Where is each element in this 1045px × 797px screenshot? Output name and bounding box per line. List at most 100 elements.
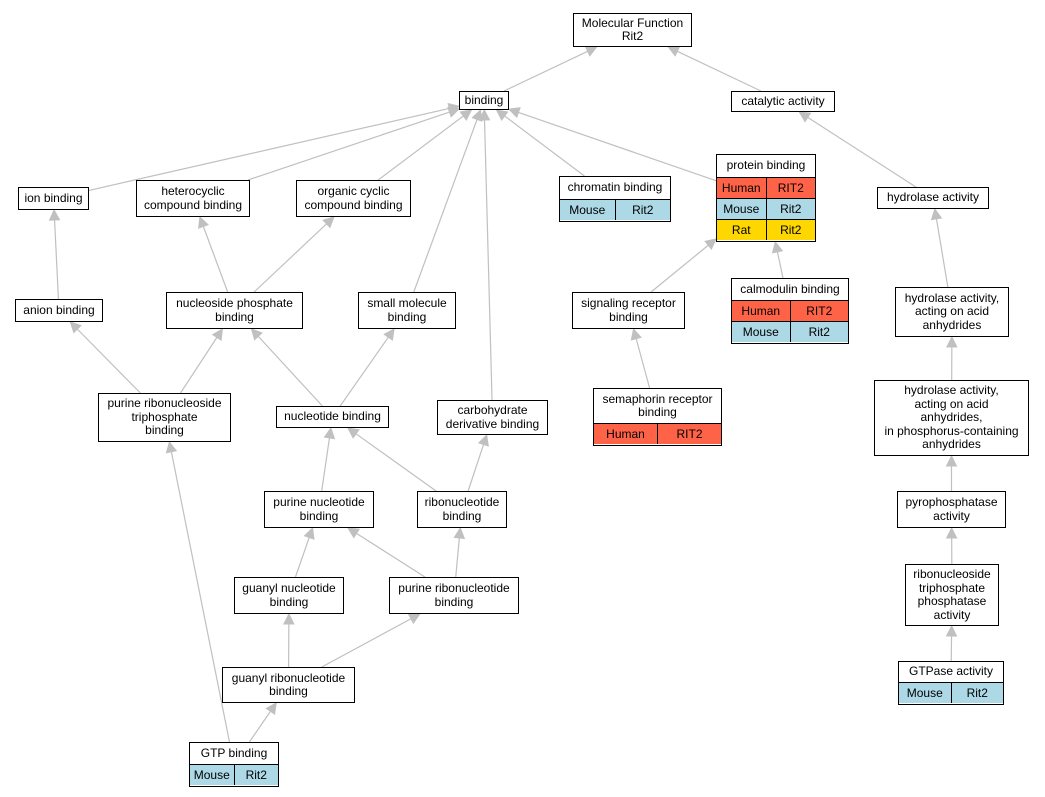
- term-label: purine nucleotide binding: [273, 495, 365, 523]
- go-term-ribonucleotide[interactable]: ribonucleotide binding: [417, 491, 507, 528]
- go-term-nucleoside-phosphate[interactable]: nucleoside phosphate binding: [166, 292, 303, 329]
- edge-arrowhead: [478, 108, 491, 121]
- go-term-organic-cyclic[interactable]: organic cyclic compound binding: [296, 180, 411, 217]
- edge-heterocyclic-to-binding: [247, 111, 450, 181]
- edge-arrowhead: [704, 238, 717, 251]
- go-term-hydrolase-acid[interactable]: hydrolase activity, acting on acid anhyd…: [895, 287, 1009, 337]
- go-term-rntp-phosphatase[interactable]: ribonucleoside triphosphate phosphatase …: [905, 564, 999, 626]
- go-term-ion-binding[interactable]: ion binding: [18, 187, 89, 210]
- term-label: guanyl nucleotide binding: [242, 581, 336, 609]
- edge-purine-rntp-to-nucleoside-phosphate: [180, 337, 218, 394]
- edge-organic-cyclic-to-binding: [377, 115, 464, 181]
- go-term-carbohydrate[interactable]: carbohydrate derivative binding: [437, 400, 548, 435]
- gene-cell: RIT2: [790, 300, 848, 322]
- gene-cell: Rit2: [951, 682, 1003, 703]
- edge-ribonucleotide-to-nucleotide: [355, 433, 437, 492]
- species-cell: Human: [594, 423, 658, 444]
- edge-arrowhead: [771, 240, 784, 254]
- species-cell: Human: [732, 300, 791, 322]
- edge-ribonucleotide-to-carbohydrate: [467, 444, 485, 492]
- edge-arrowhead: [346, 427, 360, 439]
- term-label: chromatin binding: [567, 180, 663, 195]
- go-term-anion[interactable]: anion binding: [15, 299, 103, 322]
- term-label: organic cyclic compound binding: [304, 184, 403, 212]
- term-label: binding: [464, 92, 504, 107]
- edge-arrowhead: [930, 207, 943, 221]
- gene-cell: Rit2: [615, 199, 670, 220]
- edge-arrowhead: [407, 613, 421, 625]
- gene-cell: RIT2: [766, 177, 815, 199]
- edge-arrowhead: [477, 433, 489, 447]
- term-label: GTPase activity: [908, 664, 994, 679]
- edge-arrowhead: [165, 440, 178, 454]
- edge-arrowhead: [945, 624, 958, 637]
- term-label: hydrolase activity, acting on acid anhyd…: [884, 383, 1019, 452]
- go-term-purine-ribonucleotide[interactable]: purine ribonucleotide binding: [389, 577, 519, 614]
- edge-hydrolase-acid-to-hydrolase: [935, 218, 949, 288]
- species-cell: Human: [717, 177, 767, 199]
- species-cell: Mouse: [717, 198, 767, 220]
- go-term-heterocyclic[interactable]: heterocyclic compound binding: [136, 180, 250, 217]
- edge-small-molecule-to-binding: [413, 119, 478, 293]
- edge-arrowhead: [453, 526, 466, 539]
- gene-cell: Rit2: [766, 198, 815, 220]
- term-label: purine ribonucleoside triphosphate bindi…: [107, 396, 222, 438]
- edge-catalytic-to-mf-root: [677, 50, 762, 92]
- species-cell: Mouse: [190, 764, 235, 785]
- edge-calmodulin-to-protein-binding: [776, 251, 784, 279]
- term-label: ribonucleotide binding: [424, 495, 500, 523]
- edge-arrowhead: [495, 109, 509, 121]
- go-term-guanyl-nucleotide[interactable]: guanyl nucleotide binding: [234, 577, 344, 614]
- go-term-nucleotide[interactable]: nucleotide binding: [276, 406, 389, 428]
- go-term-purine-rntp[interactable]: purine ribonucleoside triphosphate bindi…: [98, 393, 231, 442]
- edge-ion-binding-to-binding: [88, 107, 450, 192]
- go-term-small-molecule[interactable]: small molecule binding: [358, 292, 456, 329]
- go-term-hydrolase-phos[interactable]: hydrolase activity, acting on acid anhyd…: [874, 380, 1029, 456]
- edge-arrowhead: [323, 426, 336, 440]
- term-label: Molecular Function Rit2: [581, 15, 684, 43]
- edge-nucleotide-to-nucleoside-phosphate: [257, 335, 323, 407]
- edge-arrowhead: [347, 527, 361, 539]
- term-label: small molecule binding: [367, 296, 447, 324]
- go-term-hydrolase[interactable]: hydrolase activity: [877, 187, 989, 209]
- edge-arrowhead: [945, 454, 958, 467]
- go-term-binding[interactable]: binding: [459, 91, 509, 110]
- gene-cell: Rit2: [766, 219, 815, 240]
- edge-arrowhead: [459, 109, 473, 121]
- go-term-pyrophosphatase[interactable]: pyrophosphatase activity: [897, 491, 1006, 528]
- go-term-mf-root[interactable]: Molecular Function Rit2: [573, 13, 692, 47]
- edge-binding-to-mf-root: [503, 50, 588, 92]
- edge-arrowhead: [303, 526, 315, 540]
- go-term-signaling-receptor[interactable]: signaling receptor binding: [572, 292, 685, 329]
- edge-chromatin-to-binding: [504, 115, 585, 177]
- term-label: anion binding: [23, 302, 95, 317]
- term-label: ion binding: [24, 190, 83, 205]
- species-cell: Rat: [717, 219, 767, 240]
- gene-cell: Rit2: [234, 764, 278, 785]
- term-label: calmodulin binding: [740, 281, 840, 296]
- go-term-purine-nucleotide[interactable]: purine nucleotide binding: [264, 491, 374, 528]
- edge-purine-ribonucleotide-to-purine-nucleotide: [356, 532, 426, 578]
- edge-arrowhead: [211, 328, 224, 341]
- term-label: hydrolase activity, acting on acid anhyd…: [904, 290, 1000, 332]
- go-term-guanyl-ribonucleotide[interactable]: guanyl ribonucleotide binding: [222, 667, 355, 703]
- edge-arrowhead: [584, 46, 598, 57]
- term-label: signaling receptor binding: [581, 296, 676, 324]
- edge-protein-binding-to-binding: [518, 111, 717, 182]
- go-term-catalytic[interactable]: catalytic activity: [731, 91, 835, 112]
